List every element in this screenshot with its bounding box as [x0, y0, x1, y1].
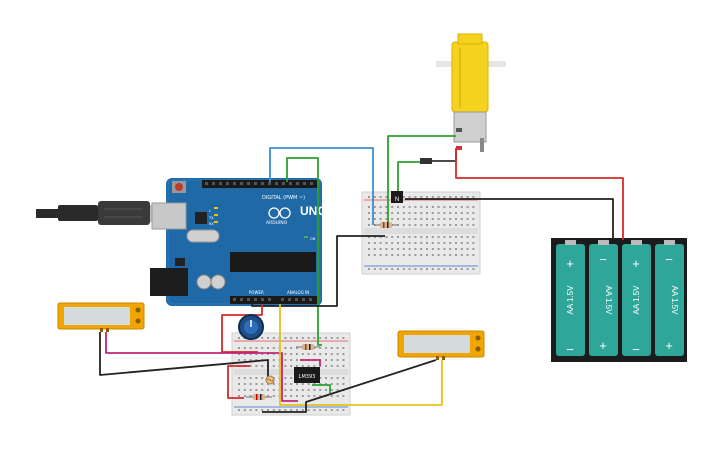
rx-led-label: RX — [209, 222, 214, 226]
power-label: POWER — [249, 290, 264, 295]
l-led-label: L — [209, 209, 211, 213]
breadboard-lower[interactable] — [231, 332, 351, 416]
arduino-board[interactable]: DIGITAL (PWM ~) UNO ARDUINO POWER ANALOG… — [150, 178, 327, 306]
transistor[interactable]: N — [391, 191, 403, 203]
cell1-label: AA 1.5V — [566, 285, 575, 315]
wires — [99, 135, 624, 413]
cell4-plus: + — [665, 338, 673, 353]
cell3-minus: − — [632, 342, 640, 357]
resistor-lower-2 — [246, 394, 272, 400]
potentiometer[interactable] — [238, 314, 264, 340]
battery-pack[interactable]: + − − + + − − + AA 1.5V AA 1.5V AA 1.5V … — [551, 238, 687, 362]
photoresistor — [265, 375, 275, 385]
cell1-plus: + — [566, 256, 574, 271]
transistor-label: N — [395, 197, 399, 203]
cell1-minus: − — [566, 342, 574, 357]
uno-label: UNO — [300, 204, 327, 218]
cell4-minus: − — [665, 252, 673, 267]
ic-label: LM393 — [299, 374, 316, 380]
cell2-label: AA 1.5V — [604, 286, 613, 316]
cell4-label: AA 1.5V — [670, 286, 679, 316]
on-led-label: ON — [310, 237, 316, 241]
dc-motor[interactable] — [436, 33, 506, 152]
lcd-right[interactable] — [397, 330, 485, 360]
cell2-minus: − — [599, 252, 607, 267]
arduino-logo-text: ARDUINO — [266, 220, 288, 226]
breadboard-upper[interactable] — [361, 191, 481, 275]
cell2-plus: + — [599, 338, 607, 353]
cell3-label: AA 1.5V — [632, 285, 641, 315]
arduino-logo-icon — [268, 207, 280, 219]
resistor-lower-1 — [296, 344, 320, 350]
analog-label: ANALOG IN — [287, 290, 309, 295]
tx-led-label: TX — [208, 216, 214, 220]
digital-label: DIGITAL (PWM ~) — [262, 195, 305, 201]
comparator-ic[interactable]: LM393 — [294, 367, 320, 383]
cell3-plus: + — [632, 256, 640, 271]
lcd-left[interactable] — [57, 302, 145, 332]
resistor-upper — [374, 222, 398, 228]
